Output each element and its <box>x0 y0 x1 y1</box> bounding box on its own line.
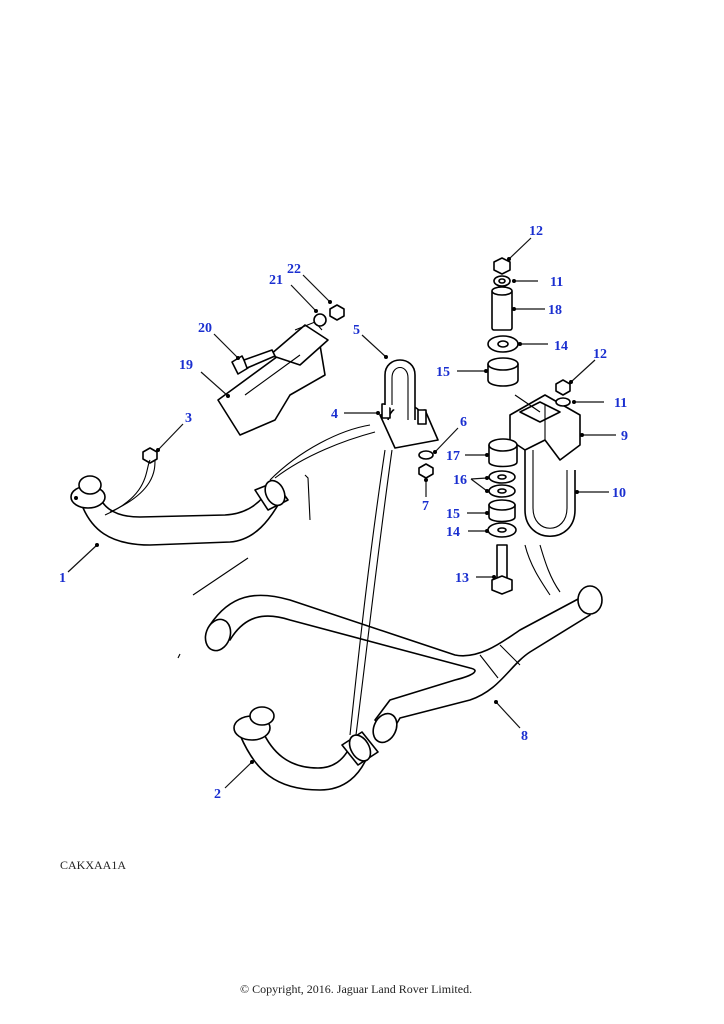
callout-7: 7 <box>422 499 429 514</box>
callout-11a: 11 <box>550 275 563 290</box>
callout-8: 8 <box>521 729 528 744</box>
callout-3: 3 <box>185 411 192 426</box>
part-nut-22 <box>329 304 345 321</box>
callout-16: 16 <box>453 473 467 488</box>
callout-1: 1 <box>59 571 66 586</box>
part-washers-16 <box>488 470 516 498</box>
callout-21: 21 <box>269 273 283 288</box>
callout-19: 19 <box>179 358 193 373</box>
part-nut-3 <box>142 447 158 464</box>
callout-14b: 14 <box>446 525 460 540</box>
callout-6: 6 <box>460 415 467 430</box>
callout-22: 22 <box>287 262 301 277</box>
part-washer-14-bottom <box>487 522 517 538</box>
part-nut-12-right <box>555 379 571 396</box>
part-clamp <box>379 403 439 449</box>
callout-18: 18 <box>548 303 562 318</box>
part-front-pipe-upper <box>70 475 289 546</box>
copyright-notice: © Copyright, 2016. Jaguar Land Rover Lim… <box>240 982 472 996</box>
callout-17: 17 <box>446 449 460 464</box>
callout-5: 5 <box>353 323 360 338</box>
part-bolt-20 <box>231 349 276 375</box>
part-washer-21 <box>313 313 327 327</box>
callout-10: 10 <box>612 486 626 501</box>
part-u-bolt-10 <box>524 450 576 537</box>
callout-14a: 14 <box>554 339 568 354</box>
part-intermediate-pipe <box>204 585 603 744</box>
part-heat-shield <box>217 321 329 436</box>
callout-13: 13 <box>455 571 469 586</box>
leader-lines <box>67 237 616 789</box>
callout-4: 4 <box>331 407 338 422</box>
part-bush-15-top <box>487 357 519 387</box>
callout-15a: 15 <box>436 365 450 380</box>
callout-12b: 12 <box>593 347 607 362</box>
callout-12a: 12 <box>529 224 543 239</box>
part-washer-11-right <box>555 397 571 407</box>
part-u-bolt-small <box>384 359 416 420</box>
part-nut-7 <box>418 463 434 479</box>
part-bracket-9 <box>509 394 581 461</box>
part-bush-15-bottom <box>488 499 516 523</box>
part-washer-14-top <box>487 335 519 353</box>
callout-20: 20 <box>198 321 212 336</box>
part-washer-6 <box>418 450 434 460</box>
part-bush-17 <box>488 438 518 468</box>
part-spacer-18 <box>491 286 513 331</box>
callout-labels: 1 2 3 4 5 6 7 8 9 10 11 11 12 12 13 14 1… <box>59 224 628 802</box>
reference-code: CAKXAA1A <box>60 858 126 872</box>
part-nut-12-top <box>493 257 511 275</box>
part-front-pipe-lower <box>233 706 379 791</box>
callout-9: 9 <box>621 429 628 444</box>
assembly-guide-lines <box>104 394 561 736</box>
callout-11b: 11 <box>614 396 627 411</box>
callout-15b: 15 <box>446 507 460 522</box>
part-washer-11-top <box>493 275 511 287</box>
callout-2: 2 <box>214 787 221 802</box>
part-bolt-13 <box>491 544 513 595</box>
